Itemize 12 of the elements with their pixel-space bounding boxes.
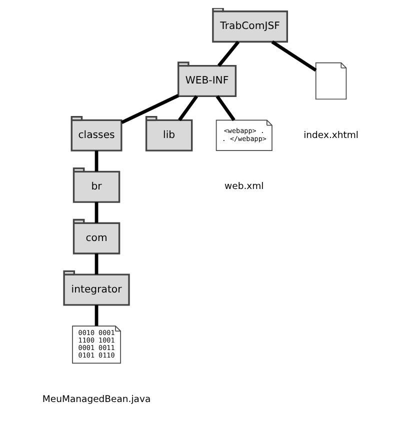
connector	[270, 40, 316, 72]
connector	[216, 40, 240, 67]
connector	[94, 305, 98, 326]
connector	[120, 94, 179, 124]
node-label: web.xml	[224, 181, 264, 192]
connector	[215, 95, 235, 122]
connector	[94, 150, 98, 172]
connector	[94, 202, 98, 223]
node-label: MeuManagedBean.java	[42, 394, 150, 405]
connector	[178, 95, 198, 122]
connector	[94, 254, 98, 274]
node-label: index.xhtml	[303, 130, 358, 141]
